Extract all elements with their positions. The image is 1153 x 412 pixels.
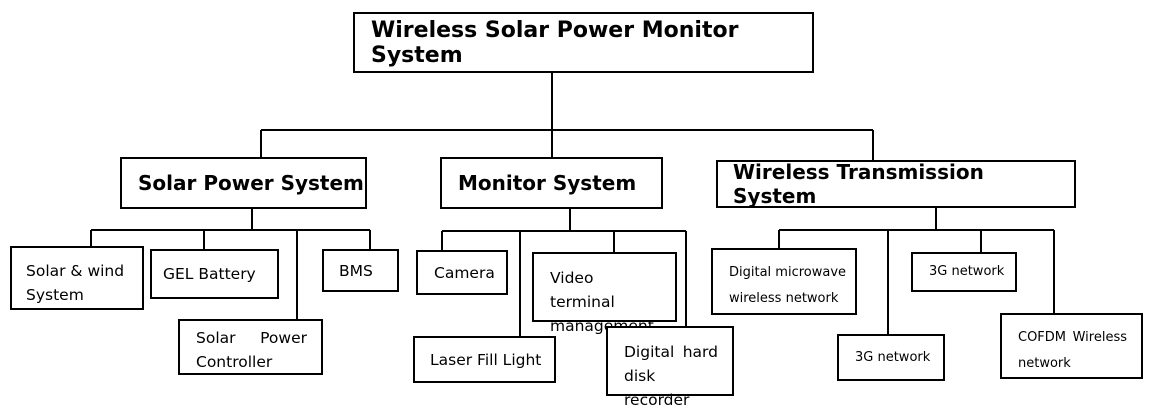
3g-network-upper-label: 3G network — [929, 264, 1005, 279]
3g-network-node-lower: 3G network — [837, 334, 945, 381]
bms-label: BMS — [339, 261, 373, 280]
solar-power-system-label: Solar Power System — [138, 171, 364, 195]
cofdm-line1: COFDM Wireless — [1018, 330, 1127, 345]
solar-power-controller-node: Solar Power Controller — [178, 319, 323, 375]
camera-label: Camera — [434, 263, 495, 282]
monitor-system-label: Monitor System — [458, 171, 637, 195]
laser-fill-light-node: Laser Fill Light — [413, 336, 556, 383]
camera-node: Camera — [416, 250, 508, 295]
digital-microwave-network-node: Digital microwave wireless network — [711, 248, 857, 315]
dvr-line2: disk recorder — [624, 367, 690, 409]
laser-fill-light-label: Laser Fill Light — [430, 350, 542, 369]
monitor-system-node: Monitor System — [440, 157, 663, 209]
video-terminal-line1: Video terminal — [550, 269, 615, 311]
solar-wind-system-node: Solar & wind System — [10, 246, 144, 310]
dvr-line1: Digital hard — [624, 343, 718, 361]
3g-network-lower-label: 3G network — [855, 349, 931, 365]
gel-battery-label: GEL Battery — [163, 265, 256, 283]
wireless-transmission-system-label: Wireless Transmission System — [733, 160, 984, 208]
solar-wind-line2: System — [26, 286, 84, 304]
root-node: Wireless Solar Power Monitor System — [353, 12, 814, 73]
root-node-label: Wireless Solar Power Monitor System — [371, 17, 739, 68]
microwave-line2: wireless network — [729, 291, 839, 306]
controller-line1: Solar Power — [196, 329, 307, 347]
bms-node: BMS — [322, 249, 399, 292]
3g-network-node-upper: 3G network — [911, 252, 1017, 292]
solar-wind-line1: Solar & wind — [26, 262, 125, 280]
digital-hard-disk-recorder-node: Digital hard disk recorder — [606, 326, 734, 409]
connector-lines — [90, 73, 1055, 336]
controller-line2: Controller — [196, 353, 273, 371]
solar-power-system-node: Solar Power System — [120, 157, 367, 209]
cofdm-line2: network — [1018, 356, 1071, 371]
video-terminal-management-node: Video terminal management — [532, 252, 677, 335]
cofdm-wireless-network-node: COFDM Wireless network — [1000, 313, 1143, 379]
wireless-transmission-system-node: Wireless Transmission System — [716, 160, 1076, 208]
gel-battery-node: GEL Battery — [150, 249, 279, 299]
microwave-line1: Digital microwave — [729, 265, 847, 280]
